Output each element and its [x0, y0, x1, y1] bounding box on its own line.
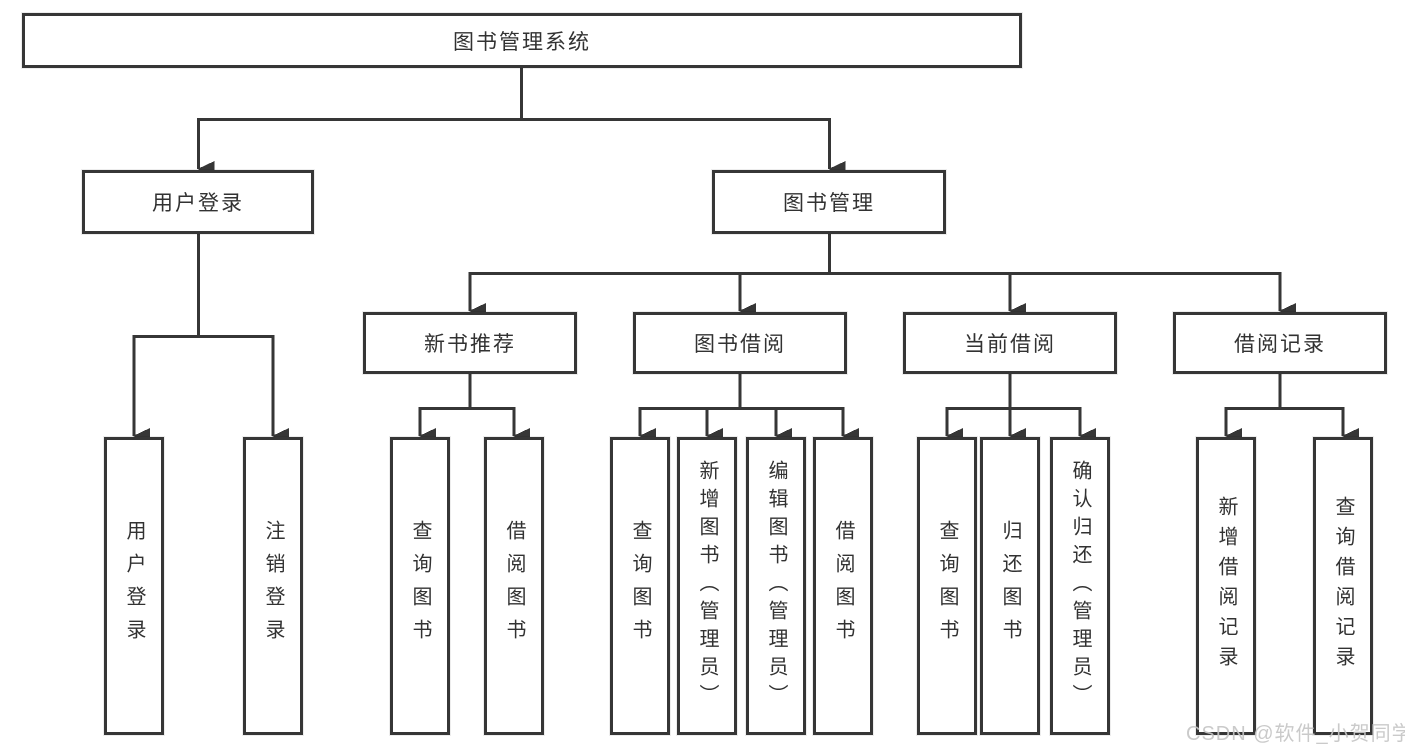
node-label: 图书管理	[783, 192, 875, 215]
leaf-logout: 注销登录	[243, 437, 303, 735]
leaf-edit-book-admin: 编辑图书（管理员）	[746, 437, 806, 735]
leaf-user-login: 用户登录	[104, 437, 164, 735]
node-label: 查询图书	[936, 520, 958, 652]
node-label: 用户登录	[123, 520, 145, 652]
node-label: 归还图书	[999, 520, 1021, 652]
node-label: 查询图书	[629, 520, 651, 652]
leaf-query-books-recommend: 查询图书	[390, 437, 450, 735]
node-current-borrow: 当前借阅	[903, 312, 1117, 374]
node-user-login: 用户登录	[82, 170, 314, 234]
leaf-add-borrow-record: 新增借阅记录	[1196, 437, 1256, 735]
leaf-confirm-return-admin: 确认归还（管理员）	[1050, 437, 1110, 735]
leaf-query-books-current: 查询图书	[917, 437, 977, 735]
node-label: 当前借阅	[964, 333, 1056, 356]
leaf-add-book-admin: 新增图书（管理员）	[677, 437, 737, 735]
node-label: 注销登录	[262, 520, 284, 652]
node-label: 图书管理系统	[453, 30, 591, 54]
node-label: 新增图书（管理员）	[696, 460, 718, 712]
node-label: 查询图书	[409, 520, 431, 652]
node-book-management: 图书管理	[712, 170, 946, 234]
node-label: 查询借阅记录	[1332, 496, 1354, 676]
node-label: 用户登录	[152, 192, 244, 215]
node-label: 借阅记录	[1234, 333, 1326, 356]
leaf-return-books: 归还图书	[980, 437, 1040, 735]
node-borrow-records: 借阅记录	[1173, 312, 1387, 374]
leaf-borrow-books: 借阅图书	[813, 437, 873, 735]
leaf-query-borrow-record: 查询借阅记录	[1313, 437, 1373, 735]
node-label: 新书推荐	[424, 333, 516, 356]
node-label: 新增借阅记录	[1215, 496, 1237, 676]
node-library-management-system: 图书管理系统	[22, 13, 1022, 68]
leaf-query-books-borrow: 查询图书	[610, 437, 670, 735]
node-label: 确认归还（管理员）	[1069, 460, 1091, 712]
node-new-book-recommend: 新书推荐	[363, 312, 577, 374]
node-book-borrow: 图书借阅	[633, 312, 847, 374]
node-label: 图书借阅	[694, 333, 786, 356]
node-label: 编辑图书（管理员）	[765, 460, 787, 712]
leaf-borrow-books-recommend: 借阅图书	[484, 437, 544, 735]
node-label: 借阅图书	[503, 520, 525, 652]
watermark-text: CSDN @软件_小贺同学	[1186, 723, 1405, 745]
node-label: 借阅图书	[832, 520, 854, 652]
